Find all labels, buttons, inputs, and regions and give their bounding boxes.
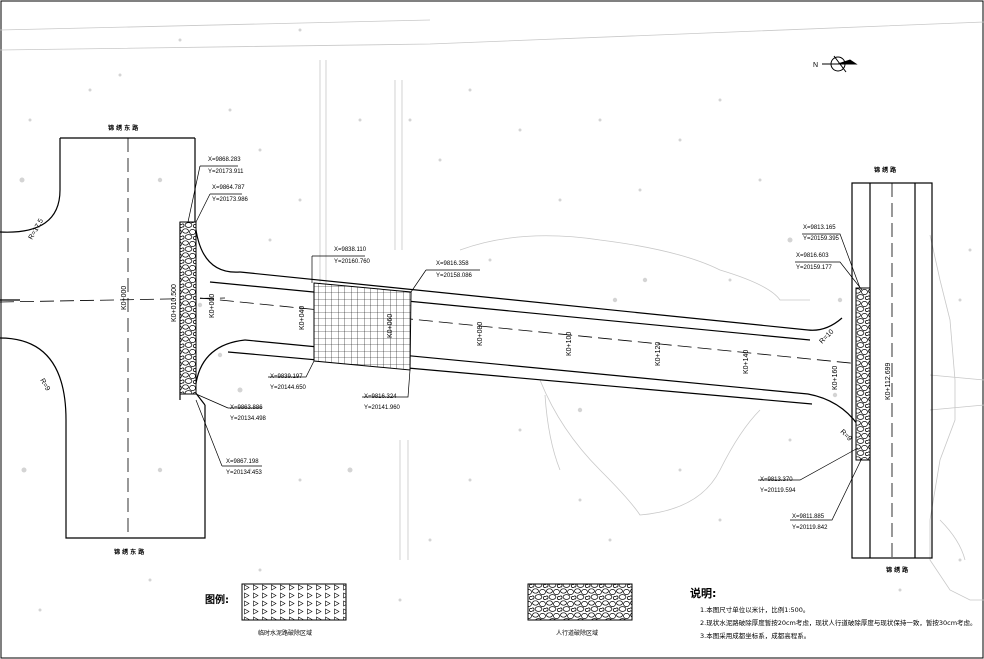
coordinate-labels: X=9868.283 Y=20173.911 X=9864.787 Y=2017… — [208, 157, 840, 531]
coord-y-label: Y=20159.177 — [796, 265, 833, 271]
notes-title: 说明: — [690, 586, 716, 600]
coordinate-leaders — [187, 165, 863, 521]
coord-x-label: X=9811.885 — [792, 514, 825, 520]
coord-y-label: Y=20119.842 — [792, 525, 828, 531]
station-label: K0+000 — [121, 286, 128, 310]
coord-x-label: X=9816.358 — [436, 261, 469, 267]
legend-swatch-sidewalk-demolition — [527, 583, 633, 621]
coord-y-label: Y=20144.650 — [270, 385, 307, 391]
coord-x-label: X=9867.198 — [226, 459, 259, 465]
station-label: K0+112.699 — [885, 362, 892, 400]
coord-y-label: Y=20134.498 — [230, 416, 267, 422]
coord-y-label: Y=20119.594 — [760, 488, 796, 494]
coord-x-label: X=9813.165 — [803, 225, 836, 231]
legend-caption: 人行道破除区域 — [556, 629, 598, 637]
coord-y-label: Y=20173.911 — [208, 169, 244, 175]
station-label: K0+140 — [743, 350, 750, 374]
note-line: 2.现状水泥路破除厚度暂按20cm考虑，现状人行道破除厚度与现状保持一致，暂按3… — [700, 618, 977, 627]
background-survey-dots — [19, 28, 972, 612]
note-line: 1.本图尺寸单位以米计，比例1:500。 — [700, 605, 809, 614]
radius-label: R=9 — [38, 378, 51, 393]
station-label: K0+010.500 — [171, 284, 178, 322]
station-label: K0+120 — [655, 342, 662, 366]
connector-road — [209, 271, 859, 426]
road-name-label: 锦 绣 路 — [886, 566, 909, 574]
connector-centerline — [199, 297, 861, 365]
radius-label: R=9 — [839, 428, 853, 442]
coord-x-label: X=9813.370 — [760, 477, 793, 483]
coord-y-label: Y=20160.760 — [334, 259, 371, 265]
coord-x-label: X=9816.324 — [364, 394, 397, 400]
north-arrow-icon — [822, 55, 858, 73]
road-name-label: 锦 绣 东 路 — [108, 124, 139, 132]
note-line: 3.本图采用成都坐标系，成都高程系。 — [700, 631, 810, 640]
road-name-label: 锦 绣 路 — [874, 166, 897, 174]
coord-x-label: X=9863.886 — [230, 405, 263, 411]
station-label: K0+040 — [299, 306, 306, 330]
station-labels: K0+000 K0+010.500 K0+000 K0+040 K0+060 K… — [121, 284, 892, 400]
legend-swatch-cement-demolition — [241, 583, 347, 621]
station-label: K0+100 — [566, 332, 573, 356]
station-label: K0+160 — [832, 366, 839, 390]
legend-caption: 临时水泥路破除区域 — [258, 629, 312, 637]
north-label: N — [813, 62, 818, 69]
station-label: K0+080 — [477, 322, 484, 346]
station-label: K0+060 — [387, 314, 394, 338]
coord-y-label: Y=20134.453 — [226, 470, 263, 476]
left-road — [0, 137, 246, 539]
legend-title: 图例: — [205, 593, 229, 606]
coord-y-label: Y=20141.960 — [364, 405, 401, 411]
radius-label: R=10 — [818, 328, 835, 345]
road-name-label: 锦 绣 东 路 — [114, 548, 145, 556]
coord-x-label: X=9868.283 — [208, 157, 241, 163]
coord-y-label: Y=20173.986 — [212, 197, 249, 203]
right-sidewalk-demolition-area — [855, 287, 871, 461]
coord-x-label: X=9838.110 — [334, 247, 367, 253]
coord-x-label: X=9864.787 — [212, 185, 245, 191]
coord-y-label: Y=20158.086 — [436, 273, 473, 279]
left-sidewalk-demolition-area — [179, 221, 197, 395]
coord-y-label: Y=20159.395 — [803, 236, 840, 242]
station-label: K0+000 — [209, 294, 216, 318]
background-survey-features — [0, 19, 984, 601]
coord-x-label: X=9839.197 — [270, 374, 303, 380]
cement-road-demolition-area — [313, 282, 412, 371]
coord-x-label: X=9816.603 — [796, 253, 829, 259]
